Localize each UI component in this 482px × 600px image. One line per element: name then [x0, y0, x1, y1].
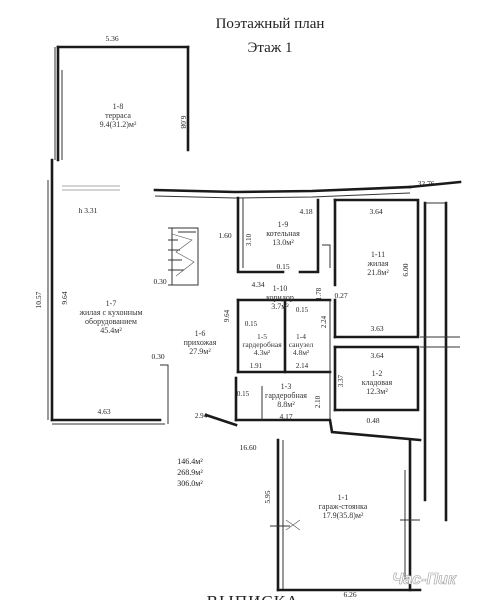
room-area: 9.4(31.2)м² — [100, 120, 137, 129]
room-area: 17.9(35.8)м² — [323, 511, 364, 520]
room-number: 1-9 — [278, 220, 289, 229]
room-number: 1-2 — [372, 369, 383, 378]
area-totals: 146.4м² 268.9м² 306.0м² — [177, 457, 203, 488]
room-name: гардеробная — [242, 340, 282, 349]
dimension-label: 9.64 — [60, 291, 69, 304]
room-number: 1-11 — [371, 250, 385, 259]
room-name: гардеробная — [265, 391, 307, 400]
dimension-labels: 5.36 6.08 32.76 h 3.31 1.60 3.10 4.18 3.… — [34, 34, 435, 599]
dimension-label: 0.15 — [237, 390, 250, 398]
room-1-5: 1-5 гардеробная 4.3м² — [242, 332, 282, 357]
dimension-label: 1.91 — [250, 362, 263, 370]
dimension-label: 0.27 — [334, 291, 347, 300]
dimension-label: 4.17 — [279, 412, 292, 421]
room-name: кладовая — [362, 378, 393, 387]
room-area: 3.7м² — [271, 302, 289, 311]
dimension-label: 10.57 — [34, 291, 43, 308]
room-area: 21.8м² — [367, 268, 389, 277]
room-1-7: 1-7 жилая с кухонным оборудованием 45.4м… — [78, 299, 142, 335]
room-name: жилая с кухонным — [78, 308, 142, 317]
dimension-label: 0.15 — [245, 320, 258, 328]
room-number: 1-3 — [281, 382, 292, 391]
dimension-label: 3.64 — [370, 351, 383, 360]
room-number: 1-8 — [113, 102, 124, 111]
room-area: 8.8м² — [277, 400, 295, 409]
room-1-10: 1-10 коридор 3.7м² — [266, 284, 294, 311]
total-area: 306.0м² — [177, 479, 203, 488]
dimension-label: 0.15 — [296, 306, 309, 314]
dimension-label: 0.30 — [151, 352, 164, 361]
dimension-label: 3.10 — [245, 233, 253, 246]
dimension-label: 1.60 — [218, 231, 231, 240]
room-name: санузел — [289, 340, 314, 349]
room-1-8: 1-8 терраса 9.4(31.2)м² — [100, 102, 137, 129]
room-1-6: 1-6 прихожая 27.9м² — [184, 329, 217, 356]
room-number: 1-7 — [106, 299, 117, 308]
dimension-label: 6.26 — [343, 590, 356, 599]
room-area: 27.9м² — [189, 347, 211, 356]
room-name: коридор — [266, 293, 294, 302]
room-1-1: 1-1 гараж-стоянка 17.9(35.8)м² — [319, 493, 368, 520]
dimension-label: 3.37 — [337, 374, 345, 387]
dimension-label: h 3.31 — [79, 206, 98, 215]
walls — [47, 45, 462, 592]
dimension-label: 2.10 — [314, 395, 322, 408]
room-area: 4.3м² — [254, 348, 271, 357]
dimension-label: 0.30 — [153, 277, 166, 286]
dimension-label: 2.24 — [320, 315, 328, 328]
room-area: 13.0м² — [272, 238, 294, 247]
dimension-label: 4.63 — [97, 407, 110, 416]
dimension-label: 4.34 — [251, 280, 264, 289]
room-number: 1-6 — [195, 329, 206, 338]
room-name: прихожая — [184, 338, 217, 347]
dimension-label: 4.18 — [299, 207, 312, 216]
dimension-label: 6.08 — [179, 115, 188, 128]
dimension-label: 1.78 — [315, 287, 323, 300]
dimension-label: 2.94 — [195, 412, 208, 420]
room-name: гараж-стоянка — [319, 502, 368, 511]
bottom-heading: ВЫПИСКА — [207, 592, 300, 600]
dimension-label: 2.14 — [296, 362, 309, 370]
total-area: 268.9м² — [177, 468, 203, 477]
room-1-2: 1-2 кладовая 12.3м² — [362, 369, 393, 396]
dimension-label: 3.64 — [369, 207, 382, 216]
dimension-label: 0.48 — [366, 416, 379, 425]
dimension-label: 32.76 — [418, 179, 435, 188]
room-area: 12.3м² — [366, 387, 388, 396]
room-area: 4.8м² — [293, 348, 310, 357]
room-1-3: 1-3 гардеробная 8.8м² — [265, 382, 307, 409]
dimension-label: 9.64 — [223, 309, 231, 322]
room-name: терраса — [105, 111, 131, 120]
room-1-4: 1-4 санузел 4.8м² — [289, 332, 314, 357]
room-area: 45.4м² — [100, 326, 122, 335]
dimension-label: 3.63 — [370, 324, 383, 333]
room-name: котельная — [266, 229, 300, 238]
dimension-label: 0.15 — [276, 262, 289, 271]
dimension-label: 5.36 — [105, 34, 118, 43]
room-labels: 1-8 терраса 9.4(31.2)м² 1-9 котельная 13… — [78, 102, 392, 520]
room-1-11: 1-11 жилая 21.8м² — [366, 250, 389, 277]
room-1-9: 1-9 котельная 13.0м² — [266, 220, 300, 247]
room-number: 1-4 — [296, 332, 306, 341]
room-name: оборудованием — [85, 317, 137, 326]
dimension-label: 6.00 — [401, 263, 410, 276]
room-number: 1-5 — [257, 332, 267, 341]
plan-title: Поэтажный план — [216, 16, 325, 32]
room-number: 1-10 — [273, 284, 288, 293]
watermark: Час-Пик — [392, 571, 457, 588]
room-number: 1-1 — [338, 493, 349, 502]
total-area: 146.4м² — [177, 457, 203, 466]
dimension-label: 5.95 — [263, 490, 272, 503]
plan-subtitle: Этаж 1 — [248, 40, 293, 56]
room-name: жилая — [366, 259, 388, 268]
dimension-label: 16.60 — [240, 443, 257, 452]
